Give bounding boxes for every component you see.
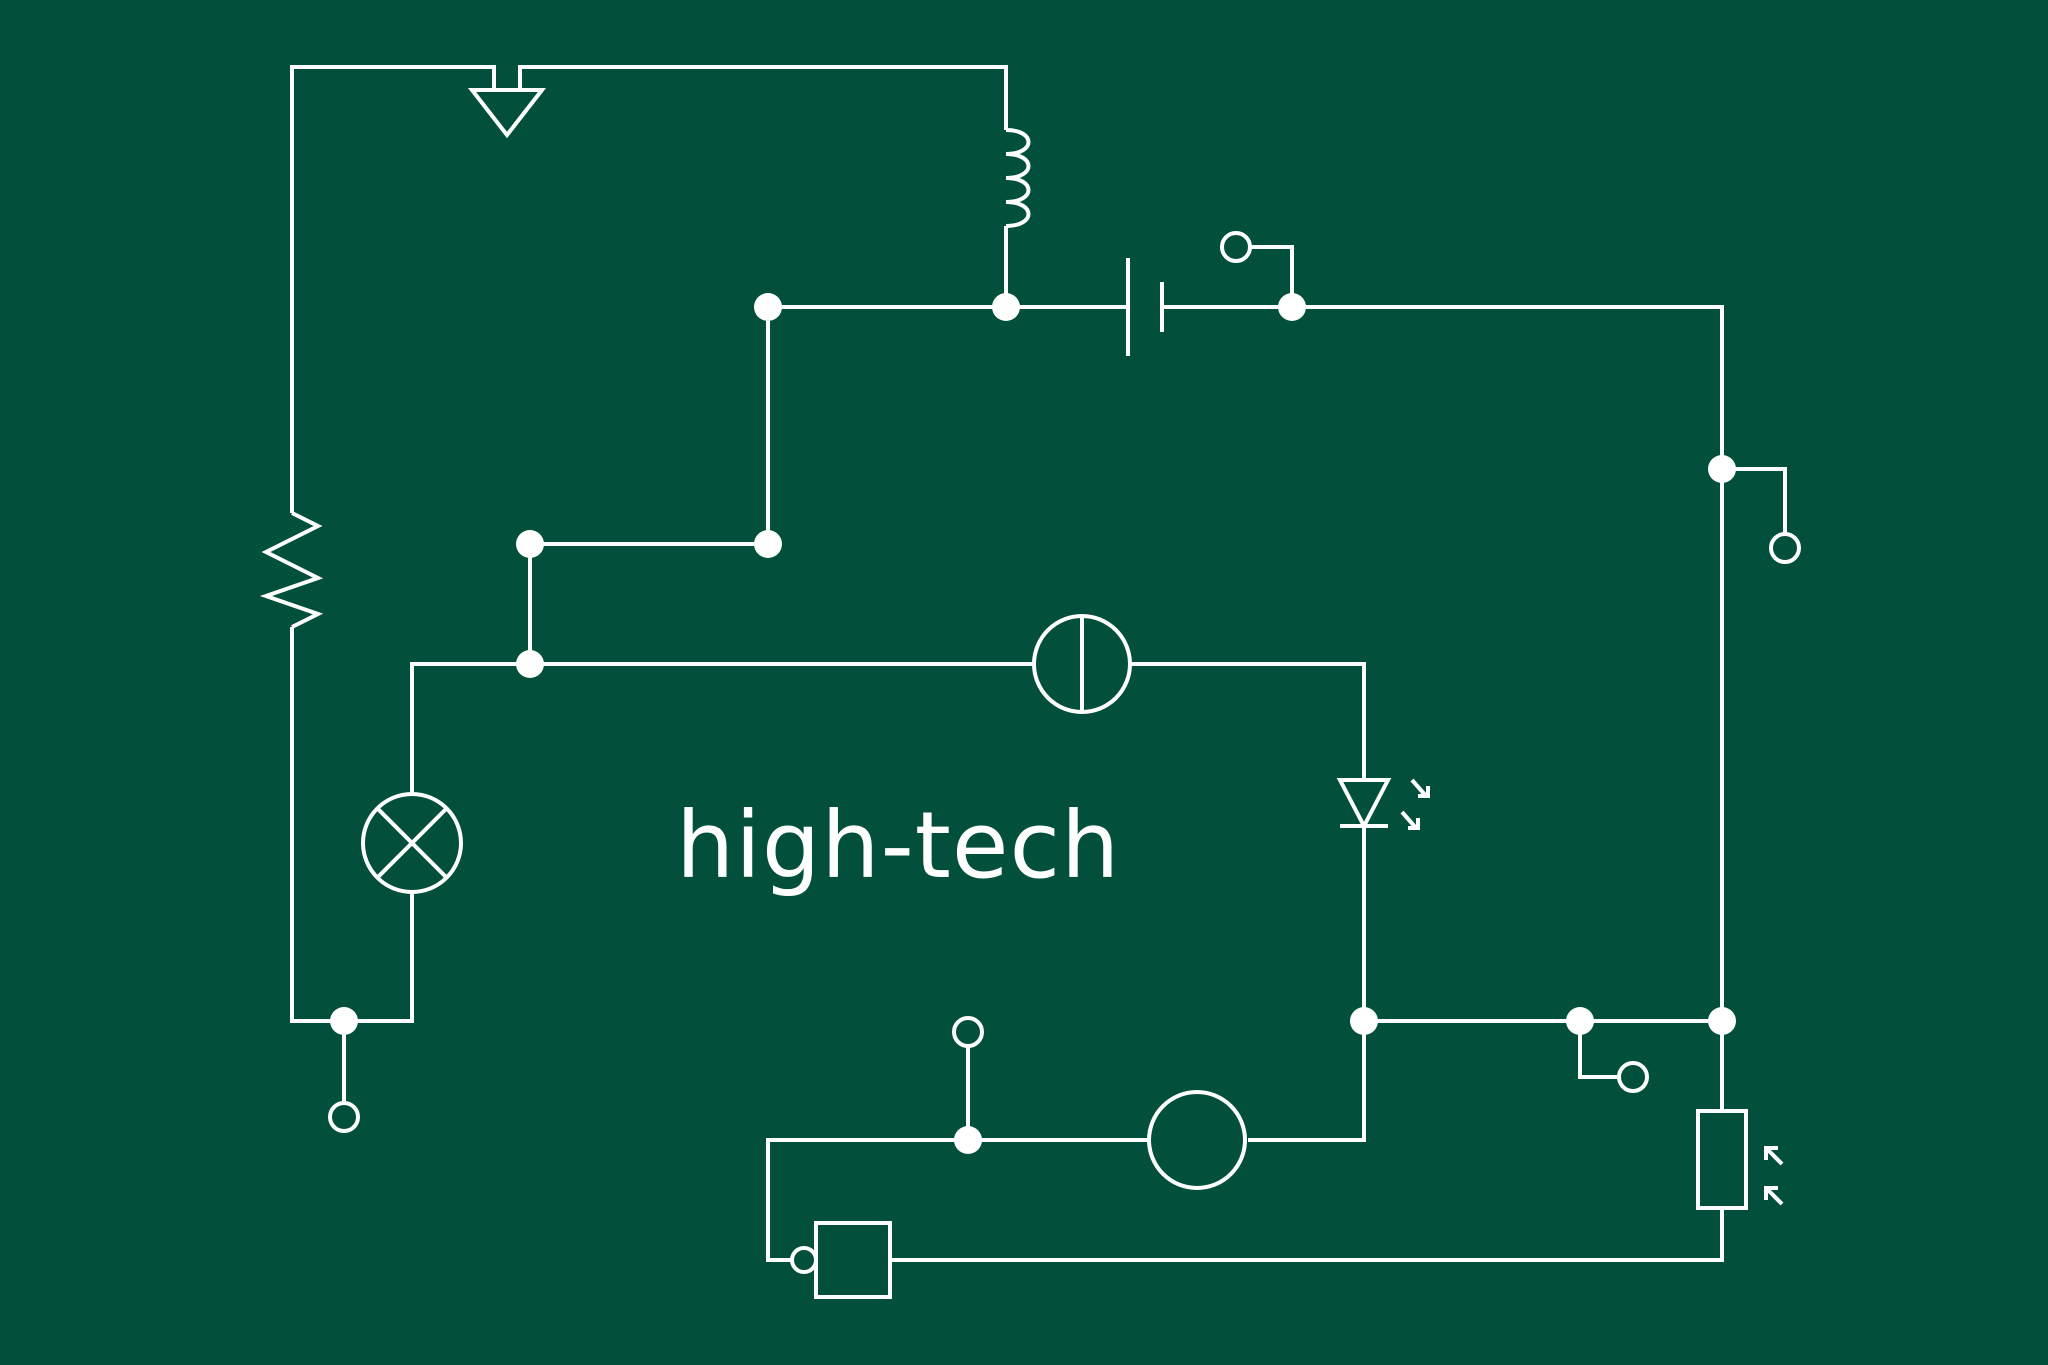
led-to-bottom-wire [1248, 826, 1366, 1142]
inductor-coil [1005, 128, 1031, 228]
terminal-battery-top [1220, 231, 1252, 263]
top-right-wire [518, 65, 1008, 130]
top-left-wire [290, 65, 496, 513]
battery-right-wire [1162, 305, 1724, 1021]
resistor-zigzag [259, 511, 324, 629]
terminal-stubs [342, 245, 1787, 1140]
lamp-symbol [361, 792, 463, 894]
gate-to-resistor-wire [890, 1208, 1724, 1262]
wires [290, 65, 1724, 1262]
junction-dots [330, 293, 1736, 1154]
bottom-loop-wire [766, 1138, 1148, 1262]
terminal-bottom-right [1617, 1061, 1649, 1093]
ammeter-symbol [1032, 614, 1132, 714]
terminal-bottom-middle [952, 1016, 984, 1048]
photoresistor-symbol [1696, 1109, 1784, 1210]
led-symbol [1336, 778, 1430, 831]
terminal-right-top [1769, 532, 1801, 564]
diagram-label: high-tech [676, 792, 1121, 899]
logic-gate-symbol [790, 1221, 892, 1299]
ground-triangle-symbol [467, 88, 547, 139]
middle-horizontal-right-wire [1130, 662, 1366, 780]
upper-left-vertical-wire [528, 307, 770, 664]
source-circle-symbol [1147, 1090, 1247, 1190]
terminal-bottom-left [328, 1101, 360, 1133]
middle-horizontal-left-wire [410, 662, 1034, 794]
